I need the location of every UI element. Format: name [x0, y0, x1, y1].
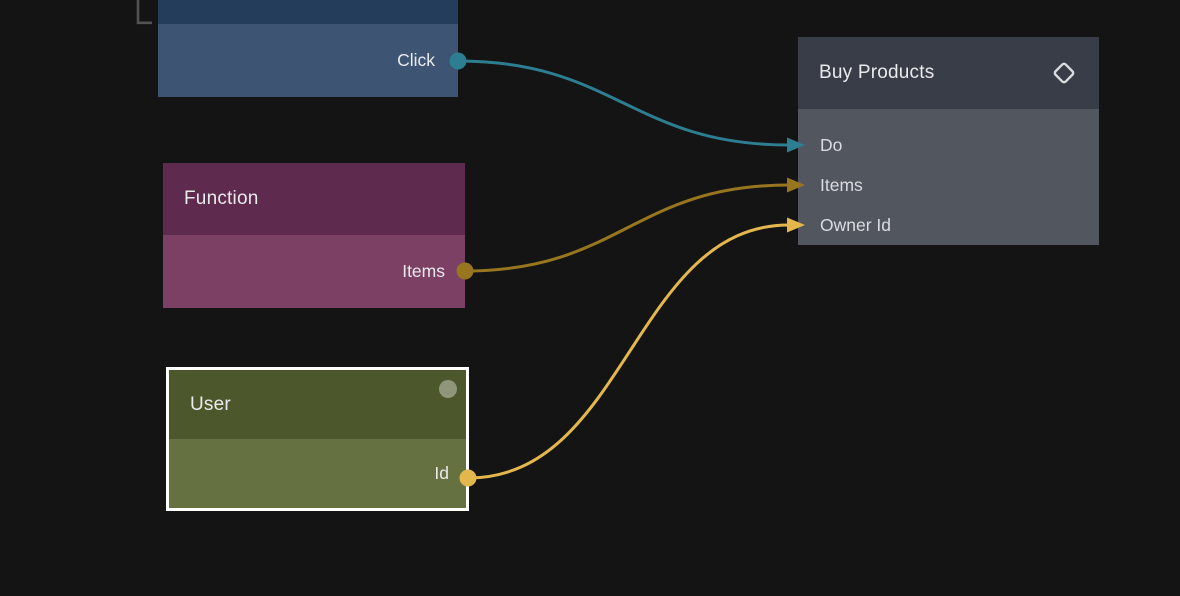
node-user-title: User [190, 393, 231, 415]
output-port-label-id: Id [434, 463, 449, 483]
diamond-icon [1053, 62, 1075, 84]
output-port-label-click: Click [397, 50, 435, 70]
input-port-label-do: Do [820, 135, 843, 155]
node-buy-products-body[interactable]: Do Items Owner Id [798, 109, 1099, 245]
wire-id-to-owner-id[interactable] [466, 223, 791, 480]
node-click-body[interactable]: Click [158, 24, 458, 97]
node-user-body[interactable]: Id [169, 439, 466, 508]
selection-bracket [136, 0, 152, 25]
output-port-label-items: Items [402, 261, 445, 281]
node-buy-products-title: Buy Products [819, 62, 935, 83]
node-user-header[interactable]: User [169, 370, 466, 439]
node-user-selected[interactable]: User Id [166, 367, 469, 511]
node-buy-products[interactable]: Buy Products Do Items Owner Id [798, 37, 1099, 262]
input-port-label-owner-id: Owner Id [820, 215, 891, 235]
node-click[interactable]: Click [158, 0, 458, 97]
node-function-header[interactable]: Function [163, 163, 465, 235]
node-function-body[interactable]: Items [163, 235, 465, 308]
input-port-label-items: Items [820, 175, 863, 195]
wire-click-to-do[interactable] [456, 59, 791, 147]
node-click-header[interactable] [158, 0, 458, 24]
node-function[interactable]: Function Items [163, 163, 465, 308]
node-function-title: Function [184, 188, 259, 209]
node-buy-products-header[interactable]: Buy Products [798, 37, 1099, 109]
wire-items-to-items[interactable] [463, 183, 791, 273]
